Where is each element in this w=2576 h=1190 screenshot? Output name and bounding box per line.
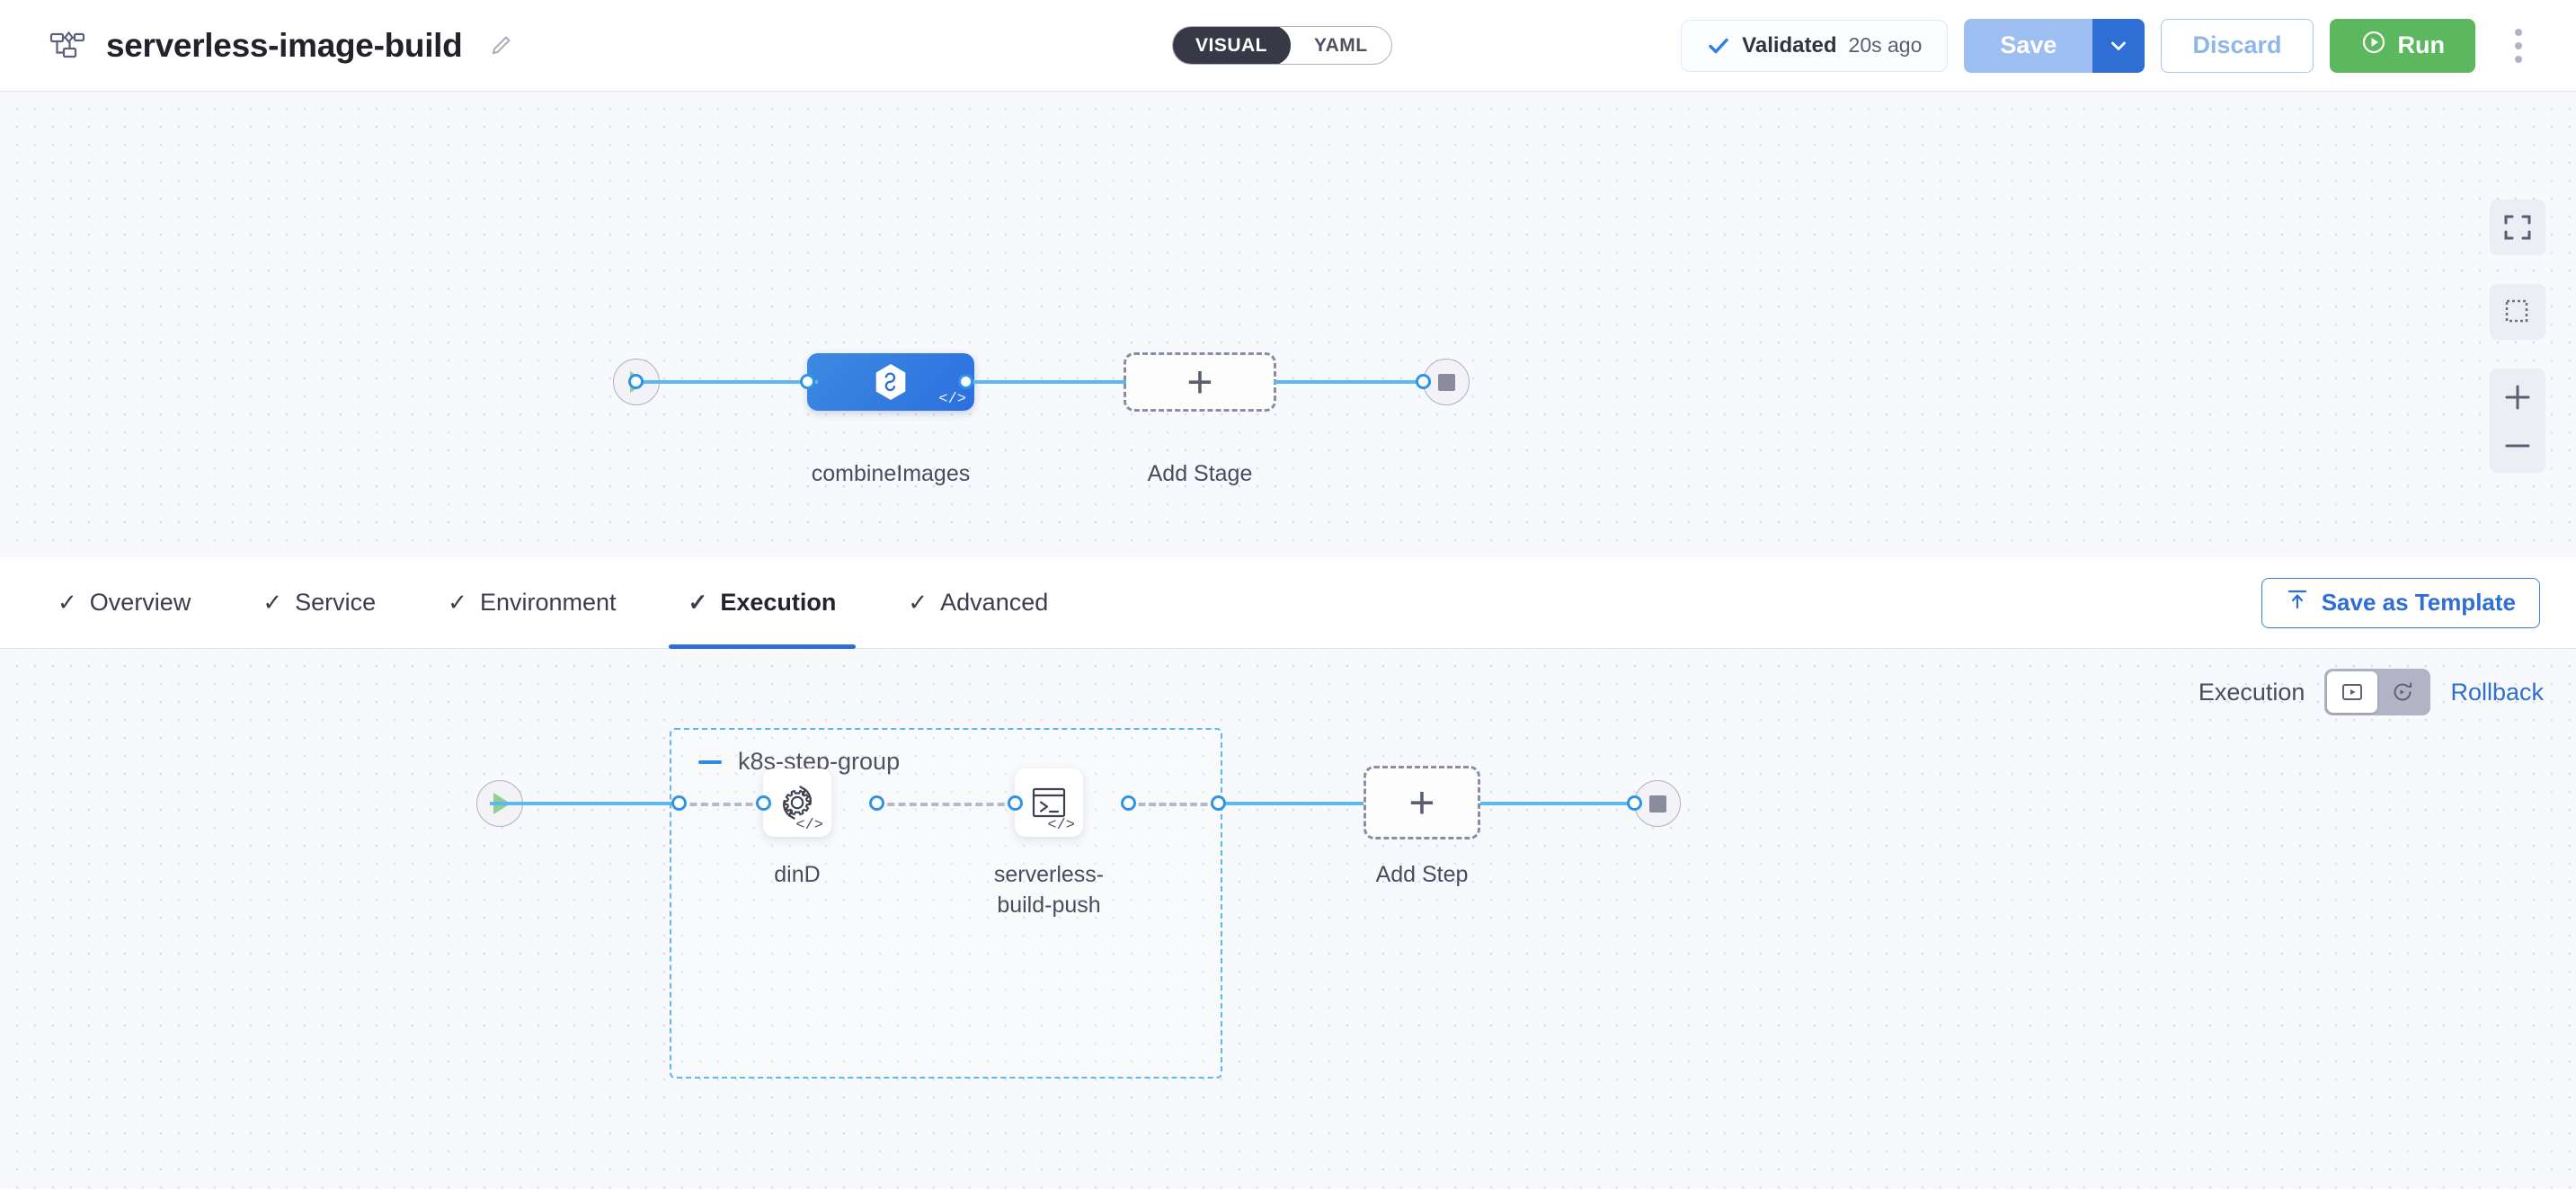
edge-addstage-to-end [1274,380,1431,384]
execution-steps-canvas[interactable]: Execution Rollback k8s-step-group [0,649,2576,1189]
stage-label: combineImages [811,461,971,486]
select-area-icon[interactable] [2490,284,2545,340]
edge-start-to-stage [629,380,818,384]
check-icon: ✓ [688,589,708,616]
tab-label: Environment [479,589,617,616]
step-label-dind: dinD [774,862,821,887]
edge-group-to-addstep [1215,802,1364,805]
save-button[interactable]: Save [1964,18,2093,73]
terminal-icon [1027,781,1070,824]
stage-config-tabs: ✓ Overview ✓ Service ✓ Environment ✓ Exe… [0,557,2576,649]
code-badge-icon: </> [1047,817,1075,834]
save-as-template-button[interactable]: Save as Template [2261,577,2540,628]
pencil-icon[interactable] [487,32,514,59]
execution-label: Execution [2198,678,2305,706]
rollback-view-icon[interactable] [2377,671,2428,713]
connector-port[interactable] [1627,795,1642,811]
minus-icon[interactable] [698,759,722,764]
connector-port[interactable] [1121,795,1136,811]
fit-to-screen-icon[interactable] [2490,200,2545,255]
tab-label: Advanced [940,589,1049,616]
check-icon: ✓ [262,589,283,616]
run-label: Run [2397,31,2445,58]
plus-icon: + [1186,357,1213,407]
step-label-serverless-build-push: serverless- build-push [993,862,1105,918]
edge-addstep-to-end [1480,802,1642,805]
check-icon: ✓ [448,589,467,616]
zoom-out-icon[interactable] [2501,440,2534,457]
page-title: serverless-image-build [106,26,463,64]
connector-port[interactable] [756,795,771,811]
kebab-dot [2515,55,2522,63]
add-step-button[interactable]: + [1364,766,1480,839]
save-as-template-label: Save as Template [2321,589,2516,616]
connector-port[interactable] [628,374,644,389]
tab-visual[interactable]: VISUAL [1172,27,1292,64]
connector-port[interactable] [1211,795,1226,811]
tab-label: Execution [720,589,837,616]
tab-advanced[interactable]: ✓ Advanced [888,557,1068,648]
play-circle-icon [2360,29,2387,62]
app-header: serverless-image-build VISUAL YAML Valid… [0,0,2576,92]
add-stage-button[interactable]: + [1124,352,1276,412]
step-node-serverless-build-push[interactable]: </> [1015,768,1083,837]
stage-canvas-controls [2490,200,2545,473]
step-node-dind[interactable]: </> [763,768,831,837]
tab-label: Service [295,589,377,616]
zoom-controls [2490,369,2545,473]
ci-hexagon-icon [870,361,911,403]
tab-service[interactable]: ✓ Service [243,557,395,648]
status-badge-validated: Validated 20s ago [1681,19,1949,72]
edge-build-to-group-out [1128,803,1218,806]
discard-button[interactable]: Discard [2161,18,2314,73]
kebab-dot [2515,41,2522,49]
edge-start-to-group [490,802,679,805]
add-stage-label: Add Stage [1147,461,1253,486]
run-button[interactable]: Run [2329,18,2475,73]
tab-yaml[interactable]: YAML [1314,34,1368,56]
header-actions: Validated 20s ago Save Discard Run [1681,18,2538,73]
add-step-label: Add Step [1375,862,1469,887]
connector-port[interactable] [869,795,884,811]
kebab-menu-icon[interactable] [2499,28,2538,63]
upload-template-icon [2286,588,2309,617]
kebab-dot [2515,28,2522,36]
connector-port[interactable] [1416,374,1431,389]
edge-stage-to-addstage [964,380,1126,384]
edge-dind-to-build [876,803,1016,806]
tab-label: Overview [89,589,191,616]
stage-canvas[interactable]: </> combineImages + Add Stage [0,92,2576,557]
check-icon: ✓ [58,589,77,616]
zoom-in-icon[interactable] [2501,381,2534,418]
code-badge-icon: </> [938,391,966,408]
connector-port[interactable] [800,374,815,389]
code-badge-icon: </> [795,817,823,834]
connector-port[interactable] [958,374,973,389]
save-button-group[interactable]: Save [1964,18,2145,73]
validated-label: Validated [1742,32,1837,58]
header-left-group: serverless-image-build [49,27,514,65]
validated-timestamp: 20s ago [1848,33,1923,57]
pipeline-icon [49,27,86,65]
execution-rollback-toggle[interactable] [2324,669,2431,715]
step-group-k8s[interactable]: k8s-step-group [670,728,1222,1079]
execution-toolbar: Execution Rollback [2198,669,2544,715]
connector-port[interactable] [1008,795,1023,811]
execution-view-icon[interactable] [2327,671,2378,713]
tab-environment[interactable]: ✓ Environment [428,557,635,648]
chevron-down-icon[interactable] [2092,18,2145,73]
visual-yaml-toggle[interactable]: VISUAL YAML [1172,26,1392,65]
tab-overview[interactable]: ✓ Overview [38,557,210,648]
plus-icon: + [1408,777,1435,828]
check-icon: ✓ [908,589,928,616]
edge-group-in-to-dind [679,803,764,806]
gear-rotate-icon [776,781,819,824]
check-icon [1707,34,1730,58]
stop-icon [1648,795,1666,813]
stage-node-combineimages[interactable]: </> [807,353,974,411]
stop-icon [1437,373,1455,391]
connector-port[interactable] [671,795,687,811]
tab-execution[interactable]: ✓ Execution [668,557,857,649]
rollback-link[interactable]: Rollback [2450,678,2544,706]
